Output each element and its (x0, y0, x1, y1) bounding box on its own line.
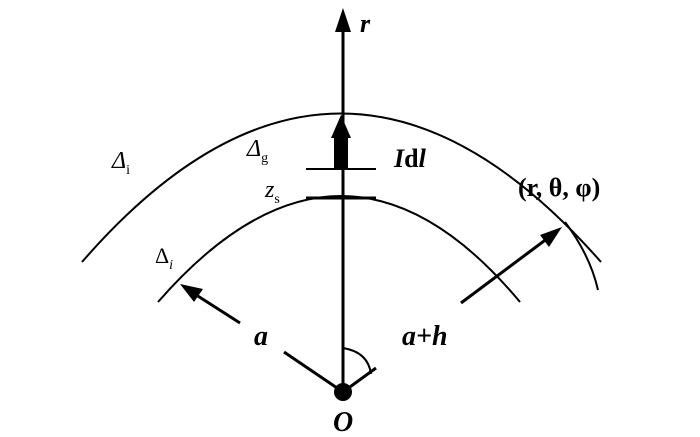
current-element-arrowhead (331, 115, 351, 138)
origin-label: O (333, 407, 353, 437)
outer-boundary-arc (81, 112, 602, 263)
theta-angle-arc (342, 347, 372, 375)
r-axis-arrowhead (335, 8, 351, 32)
observation-arc (564, 221, 599, 291)
inner-boundary-label: Δi (155, 243, 173, 273)
r-axis-label: r (360, 9, 371, 38)
radius-ah-arrowhead (540, 227, 562, 247)
observation-point-label: (r, θ, φ) (518, 173, 600, 202)
radius-ah-label: a+h (402, 321, 448, 352)
radius-ah-upper-segment (460, 233, 553, 305)
inner-boundary-arc (157, 195, 521, 303)
outer-boundary-label: Δi (111, 148, 130, 178)
radius-a-label: a (254, 321, 268, 352)
origin-point (334, 383, 352, 401)
current-element-label: Idl (393, 144, 427, 173)
radius-a-lower-segment (283, 350, 344, 394)
source-height-label: zs (264, 177, 280, 207)
current-element-shaft (334, 134, 348, 169)
gap-label: Δg (246, 136, 268, 166)
radius-a-arrowhead (180, 284, 203, 302)
radius-a-upper-segment (189, 289, 241, 325)
